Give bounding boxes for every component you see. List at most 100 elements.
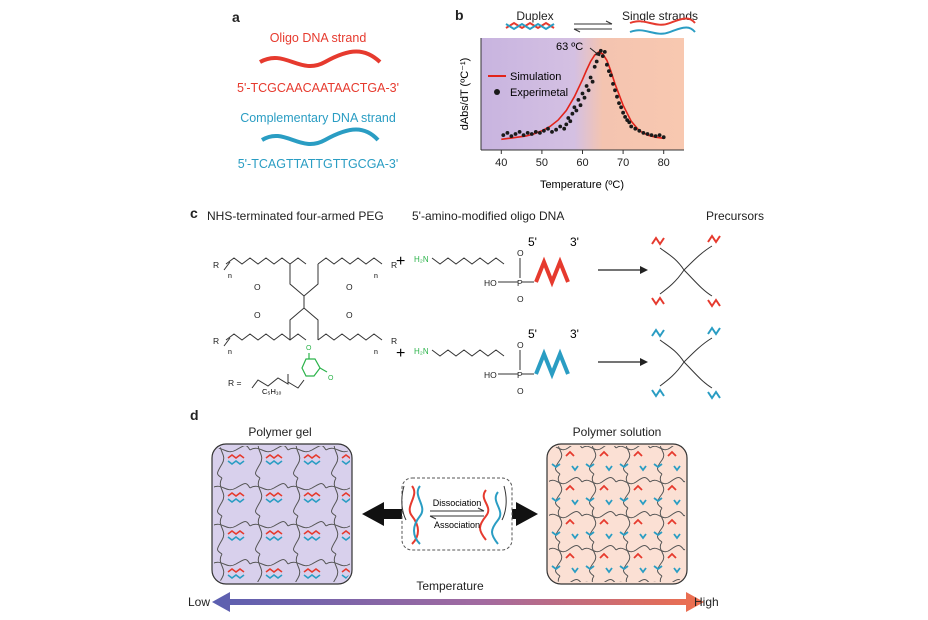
plus-sign-bottom: + [396,345,405,362]
y-axis-label: dAbs/dT (ºC⁻¹) [459,58,471,131]
experimental-point [649,133,654,138]
experimental-point [513,132,518,136]
experimental-point [566,116,571,120]
complementary-sequence: 5'-TCAGTTATTGTTGCGA-3' [238,157,399,171]
experimental-point [578,103,583,108]
x-tick-label: 50 [536,157,548,169]
series-simulation-line [501,50,664,141]
experimental-point [598,48,603,53]
x-tick-label: 40 [495,157,507,169]
experimental-point [607,69,611,73]
panel-a-letter: a [232,9,240,25]
experimental-point [592,64,597,69]
legend-simulation-label: Simulation [510,71,561,83]
experimental-point [546,126,550,131]
experimental-point [582,95,587,100]
separated-strands-icon [479,485,507,545]
peak-annotation: 63 ºC [556,41,583,53]
experimental-point [586,88,591,93]
three-prime-top: 3' [570,235,579,249]
experimental-point [576,98,581,102]
po-o2-label-bottom: O [517,340,524,350]
experimental-point [529,132,534,136]
oligo-strand-label: Oligo DNA strand [270,31,367,45]
red-dna-ribbon-top [534,256,570,288]
experimental-point [641,131,646,135]
experimental-point [574,108,579,113]
peg-label: NHS-terminated four-armed PEG [207,209,384,223]
experimental-point [619,105,623,110]
peg-o-1: O [254,282,261,292]
experimental-point [661,135,666,140]
experimental-point [550,130,554,134]
blue-precursor-icon [651,326,721,400]
experimental-point [611,82,615,86]
association-label: Association [434,520,480,530]
experimental-point [558,124,563,129]
nh2-label-top: H₂N [414,255,429,264]
experimental-point [653,134,658,139]
five-prime-bottom: 5' [528,327,537,341]
dissociation-label: Dissociation [433,498,482,508]
succinimide-o-2: O [328,375,334,382]
experimental-point [633,126,638,131]
experimental-point [637,128,642,133]
plus-sign-top: + [396,253,405,270]
experimental-point [588,75,593,80]
peg-r-bottom-right: R [391,336,397,346]
experimental-point [521,133,526,138]
duplex-icon [505,21,555,31]
peg-n-top-left: n [228,273,232,280]
experimental-point [600,54,605,58]
amino-oligo-label: 5'-amino-modified oligo DNA [412,209,564,223]
polymer-gel-label: Polymer gel [248,425,311,439]
experimental-point [629,124,634,129]
experimental-point [580,91,585,96]
peg-n-top-right: n [374,273,378,280]
experimental-point [509,134,514,139]
peg-o-3: O [254,310,261,320]
nhs-ester-structure [251,374,305,389]
complementary-strand-ribbon [260,127,380,147]
peak-arrowhead-icon [595,52,600,56]
peg-o-2: O [346,282,353,292]
legend-experimental-label: Experimetal [510,87,568,99]
succinimide-o-1: O [306,345,312,352]
experimental-point [613,88,617,93]
five-prime-top: 5' [528,235,537,249]
experimental-point [617,101,621,105]
experimental-point [501,133,506,138]
experimental-point [645,132,650,136]
po-o2-label-top: O [517,248,524,258]
reaction-arrow-bottom-icon [598,358,648,366]
oligo-strand-ribbon [259,49,382,69]
nh2-label-bottom: H₂N [414,347,429,356]
r-definition-label: R = [228,378,242,388]
x-axis-label: Temperature (ºC) [540,179,624,191]
peg-r-top-right: R [391,260,397,270]
equilibrium-arrows-icon [573,20,613,33]
experimental-point [505,131,510,135]
panel-b-letter: b [455,7,464,23]
dissociation-association-arrows-icon [429,507,485,520]
ho-label-top: HO [484,278,497,288]
po-o-label-bottom: O [517,386,524,396]
experimental-point [517,130,522,134]
complementary-strand-label: Complementary DNA strand [240,111,396,125]
legend: Simulation Experimetal [488,71,568,99]
experimental-point [533,130,538,134]
peg-r-bottom-left: R [213,336,219,346]
polymer-solution-label: Polymer solution [573,425,662,439]
experimental-point [564,122,569,127]
peg-n-bottom-right: n [374,349,378,356]
experimental-point [621,110,625,115]
oligo-sequence: 5'-TCGCAACAATAACTGA-3' [237,81,399,95]
ho-label-bottom: HO [484,370,497,380]
x-tick-label: 80 [658,157,670,169]
panel-a: a Oligo DNA strand 5'-TCGCAACAATAACTGA-3… [232,9,399,171]
c5h10-label: C₅H₁₀ [262,387,282,396]
peg-n-bottom-left: n [228,349,232,356]
low-label: Low [188,595,210,609]
panel-d: d Polymer gel Polymer solution Dissociat… [188,407,719,612]
experimental-point [562,126,567,131]
